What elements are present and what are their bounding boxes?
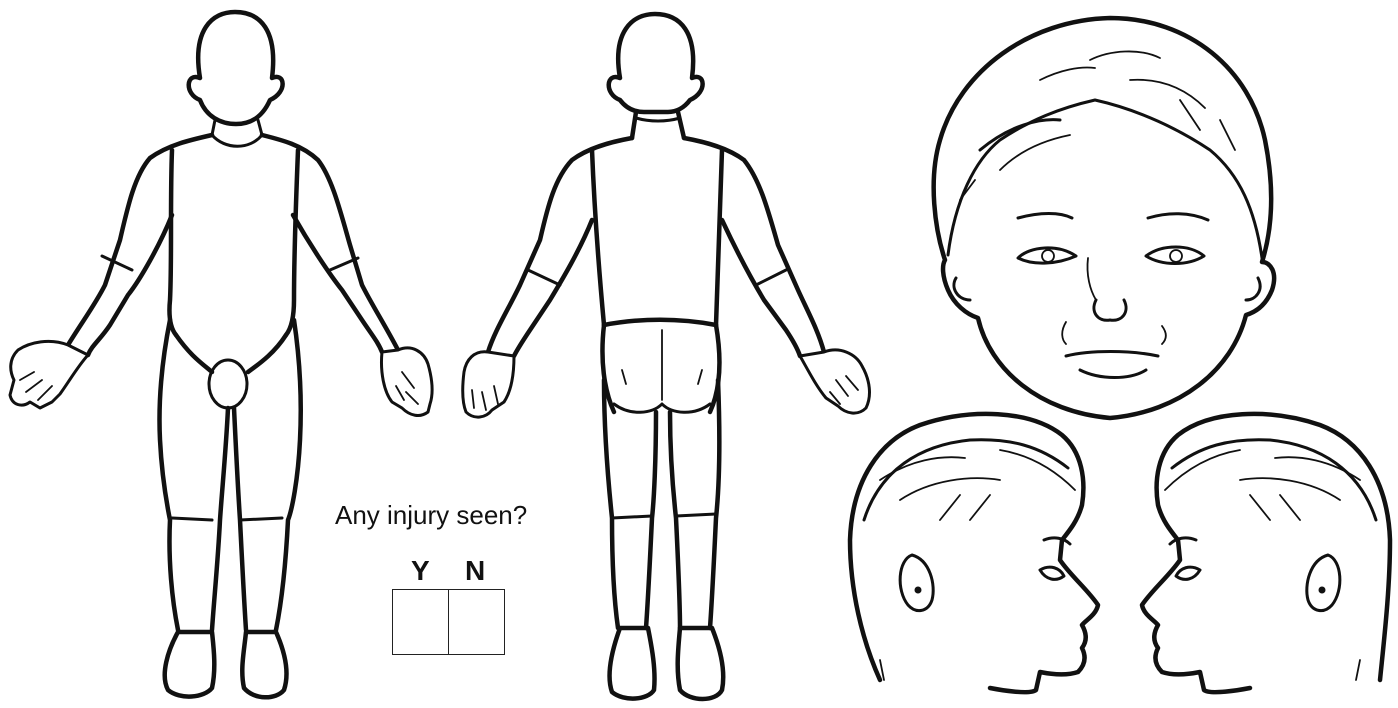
body-front-figure	[10, 12, 432, 697]
yes-checkbox[interactable]	[392, 589, 449, 655]
yes-label: Y	[411, 555, 430, 587]
no-checkbox[interactable]	[448, 589, 505, 655]
head-profile-left-facing	[1142, 414, 1390, 692]
face-front-figure	[934, 18, 1274, 418]
body-back-figure	[463, 14, 870, 699]
head-profile-right-facing	[850, 414, 1098, 692]
no-label: N	[465, 555, 485, 587]
injury-question-label: Any injury seen?	[335, 500, 527, 531]
